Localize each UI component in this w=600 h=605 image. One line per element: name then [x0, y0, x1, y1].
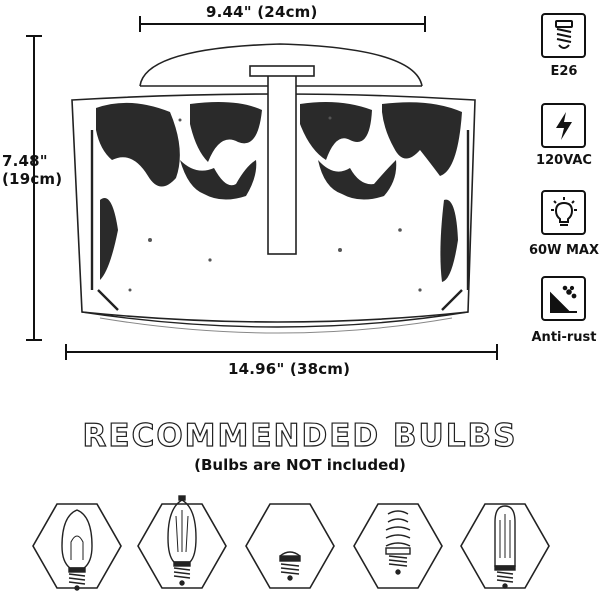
spec-label-60w-max: 60W MAX: [529, 243, 599, 258]
product-drawing: [26, 16, 498, 360]
bottom-width-label: 14.96" (38cm): [228, 360, 351, 378]
edison-st64-bulb-icon: [61, 509, 93, 591]
spec-label-e26: E26: [550, 64, 578, 79]
hexagon-frame: [137, 503, 227, 589]
hexagon-frame: [32, 503, 122, 589]
height-dimension-line: [26, 35, 42, 341]
bottom-width-dimension-line: [65, 344, 498, 360]
height-label-in: 7.48": [2, 152, 48, 170]
side-brackets: [90, 130, 470, 311]
tubular-t45-bulb-icon: [494, 505, 516, 589]
light-bulb-icon: [541, 190, 586, 235]
lightning-icon: [541, 103, 586, 148]
hexagon-frame: [353, 503, 443, 589]
recommended-bulbs-title: RECOMMENDED BULBS: [82, 417, 518, 454]
top-width-dimension-line: [139, 16, 426, 32]
spiral-cfl-bulb-icon: [385, 510, 411, 575]
spec-label-120vac: 120VAC: [536, 153, 592, 168]
spec-label-anti-rust: Anti-rust: [531, 330, 597, 345]
bulb-base-icon: [541, 13, 586, 58]
height-label-cm: (19cm): [2, 170, 63, 188]
center-stem: [249, 65, 315, 255]
bulbs-not-included-note: (Bulbs are NOT included): [194, 456, 406, 474]
filament-led-bulb-icon: [167, 495, 197, 586]
recommended-bulbs-row: [0, 486, 600, 600]
anti-rust-icon: [541, 276, 586, 321]
globe-bulb-icon: [279, 551, 301, 581]
hexagon-frame: [460, 503, 550, 589]
top-width-label: 9.44" (24cm): [206, 3, 318, 21]
hexagon-frame: [245, 503, 335, 589]
